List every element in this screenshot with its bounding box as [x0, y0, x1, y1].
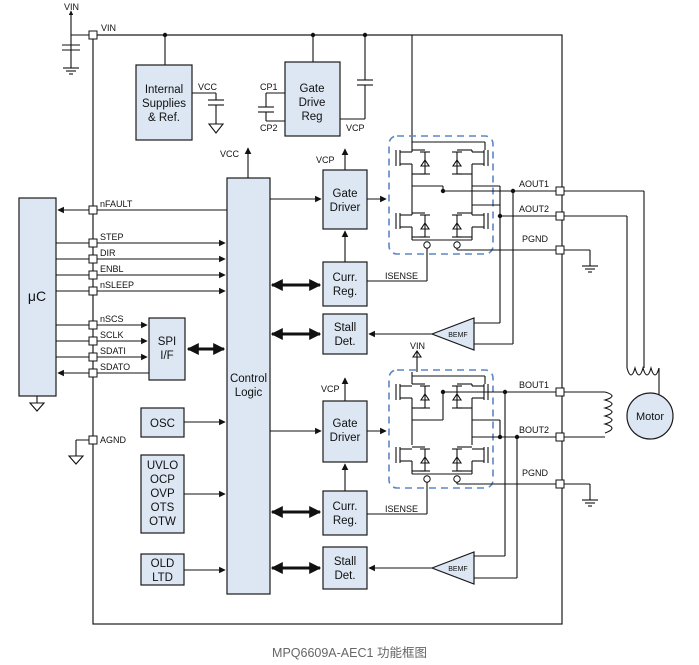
- vin-top-label: VIN: [64, 2, 79, 12]
- control-logic-block: [226, 177, 271, 595]
- internal-supplies-block: [135, 64, 193, 141]
- bemf-a-label: BEMF: [448, 332, 467, 339]
- vcc-supply-label: VCC: [198, 82, 218, 92]
- gdb-line1: Gate: [333, 418, 358, 430]
- sda-line1: Stall: [334, 322, 356, 334]
- figure-caption: MPQ6609A-AEC1 功能框图: [272, 646, 427, 660]
- gate-drive-reg-block: [284, 61, 341, 137]
- motor-label: Motor: [636, 411, 664, 423]
- vcp-a-label: VCP: [316, 155, 335, 165]
- pin-sclk: SCLK: [100, 330, 124, 340]
- control-logic-line1: Control: [230, 373, 267, 385]
- left-pins: [88, 205, 98, 445]
- right-pins: [555, 186, 565, 489]
- sda-line2: Det.: [334, 336, 355, 348]
- supplies-line1: Internal: [145, 84, 183, 96]
- old-line2: LTD: [152, 572, 173, 584]
- block-diagram: VIN VIN Internal Supplies & Ref. VCC Gat…: [18, 2, 674, 625]
- gate-driver-b-block: [322, 400, 368, 463]
- old-line1: OLD: [151, 558, 175, 570]
- pin-sdati: SDATI: [100, 346, 126, 356]
- gda-line2: Driver: [330, 202, 361, 214]
- h-bridge-b-outline: [388, 369, 494, 489]
- isense-a-label: ISENSE: [385, 271, 418, 281]
- pin-dir: DIR: [100, 248, 116, 258]
- pin-pgnd-b: PGND: [522, 468, 549, 478]
- cp1-label: CP1: [260, 82, 278, 92]
- protection-block: [140, 454, 185, 534]
- supplies-line3: & Ref.: [148, 112, 180, 124]
- spi-line2: I/F: [160, 350, 173, 362]
- left-pin-wires: [56, 206, 227, 465]
- vin-supply: VIN VIN: [62, 2, 413, 138]
- stall-det-a-block: [322, 313, 368, 355]
- gdb-line2: Driver: [330, 432, 361, 444]
- pin-bout1: BOUT1: [519, 380, 549, 390]
- control-logic-line2: Logic: [235, 387, 263, 399]
- spi-block: [148, 317, 186, 381]
- microcontroller-block: [18, 197, 57, 397]
- isense-b-label: ISENSE: [385, 504, 418, 514]
- cra-line1: Curr.: [333, 272, 358, 284]
- h-bridge-a: [367, 138, 556, 282]
- supplies-line2: Supplies: [142, 98, 186, 110]
- sdb-line1: Stall: [334, 556, 356, 568]
- pin-aout2: AOUT2: [519, 204, 549, 214]
- gdr-line1: Gate: [300, 83, 325, 95]
- stall-det-b-block: [322, 546, 368, 590]
- curr-reg-b-block: [322, 490, 368, 536]
- prot-ocp: OCP: [150, 474, 175, 486]
- gdr-line2: Drive: [299, 97, 326, 109]
- bemf-b-label: BEMF: [448, 566, 467, 573]
- pin-nfault: nFAULT: [100, 199, 133, 209]
- osc-label: OSC: [150, 418, 175, 430]
- prot-otw: OTW: [149, 516, 176, 528]
- pin-sdato: SDATO: [100, 362, 130, 372]
- bemf-b-amplifier: [430, 551, 475, 585]
- vin-mid-label: VIN: [410, 341, 425, 351]
- vcp-b-label: VCP: [321, 384, 340, 394]
- vcp-reg-label: VCP: [346, 123, 365, 133]
- gdr-line3: Reg: [301, 111, 322, 123]
- pin-step: STEP: [100, 232, 124, 242]
- gda-line1: Gate: [333, 188, 358, 200]
- vin-pin-label: VIN: [101, 23, 116, 33]
- motor-symbol: [626, 392, 674, 440]
- uc-label: μC: [28, 288, 46, 304]
- h-bridge-b: [367, 350, 556, 515]
- prot-ovp: OVP: [150, 488, 175, 500]
- pin-nsleep: nSLEEP: [100, 280, 134, 290]
- pin-enbl: ENBL: [100, 264, 124, 274]
- prot-uvlo: UVLO: [147, 460, 178, 472]
- crb-line2: Reg.: [333, 515, 357, 527]
- pin-nscs: nSCS: [100, 314, 124, 324]
- vcc-logic-label: VCC: [220, 149, 240, 159]
- motor-wiring: [564, 190, 660, 507]
- spi-line1: SPI: [158, 336, 177, 348]
- pin-pgnd-a: PGND: [522, 234, 549, 244]
- h-bridge-a-outline: [388, 135, 494, 255]
- sdb-line2: Det.: [334, 570, 355, 582]
- curr-reg-a-block: [322, 261, 368, 307]
- bemf-a-amplifier: [430, 317, 475, 351]
- cp2-label: CP2: [260, 123, 278, 133]
- cra-line2: Reg.: [333, 286, 357, 298]
- agnd-label: AGND: [100, 435, 127, 445]
- crb-line1: Curr.: [333, 501, 358, 513]
- pin-aout1: AOUT1: [519, 179, 549, 189]
- prot-ots: OTS: [151, 502, 175, 514]
- pin-bout2: BOUT2: [519, 425, 549, 435]
